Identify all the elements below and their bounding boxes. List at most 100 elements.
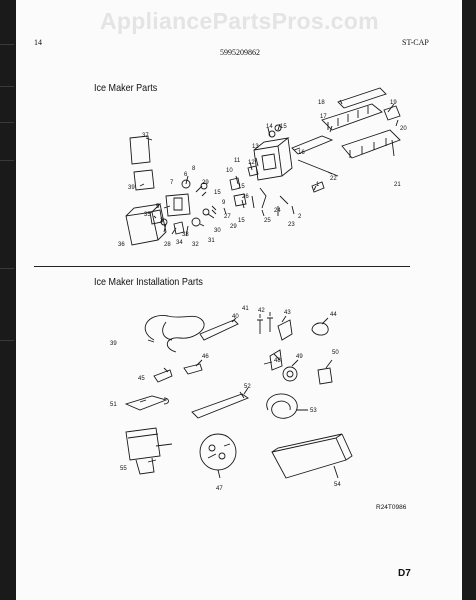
part-21-mold xyxy=(341,129,401,159)
page-code: D7 xyxy=(398,568,411,579)
part-46-clip xyxy=(183,363,203,375)
watermark: AppliancePartsPros.com xyxy=(100,8,379,34)
callout: 32 xyxy=(192,242,199,248)
callout: 43 xyxy=(284,310,291,316)
scan-artifact xyxy=(0,160,14,161)
part-38-shape xyxy=(133,169,155,191)
part-36-housing xyxy=(125,203,167,246)
part-13-housing xyxy=(253,137,293,181)
callout: 11 xyxy=(234,158,241,164)
callout: 47 xyxy=(216,486,223,492)
leader-lines-top xyxy=(139,99,399,237)
part-41-screw xyxy=(257,319,263,334)
part-12-shape xyxy=(247,165,259,177)
callout: 50 xyxy=(332,350,339,356)
callout: 1 xyxy=(316,182,320,188)
part-54-bucket xyxy=(271,433,353,479)
part-35-shape xyxy=(149,209,163,225)
part-51-tube xyxy=(124,395,169,411)
callout: 45 xyxy=(138,376,145,382)
callout: 42 xyxy=(258,308,265,314)
callout: 29 xyxy=(230,224,237,230)
part-26-shape xyxy=(233,193,247,207)
section-title-ice-maker-parts: Ice Maker Parts xyxy=(94,82,158,94)
part-18-stripper xyxy=(337,87,387,109)
part-49-grommet-hole xyxy=(286,370,294,378)
callout: 39 xyxy=(128,185,135,191)
callouts-ice-maker-parts: 37 39 5 3 35 36 28 34 33 32 31 30 6 7 8 … xyxy=(118,100,407,248)
callout: 31 xyxy=(208,238,215,244)
part-15-disc xyxy=(274,124,282,132)
callout: 34 xyxy=(176,240,183,246)
part-24-wire xyxy=(259,187,267,209)
part-39-harness xyxy=(144,315,205,353)
callout: 30 xyxy=(214,228,221,234)
callout: 41 xyxy=(242,306,249,312)
part-47-items xyxy=(207,443,231,459)
part-33-shape xyxy=(173,221,185,235)
part-11-shape xyxy=(229,177,241,191)
callout: 9 xyxy=(222,200,226,206)
callout: 26 xyxy=(242,194,249,200)
part-49-grommet xyxy=(282,366,298,382)
callout: 20 xyxy=(400,126,407,132)
callout: 17 xyxy=(320,114,327,120)
callout: 15 xyxy=(238,218,245,224)
callout: 36 xyxy=(118,242,125,248)
scan-artifact xyxy=(0,340,14,341)
callout: 5 xyxy=(156,204,160,210)
scan-artifact xyxy=(0,268,14,269)
part-44-valve xyxy=(311,322,329,336)
part-16-arm xyxy=(291,135,334,155)
callout: 19 xyxy=(390,100,397,106)
part-47-item xyxy=(208,444,216,452)
part-31-disc xyxy=(191,217,201,227)
callout: 24 xyxy=(274,208,281,214)
section-title-installation-parts: Ice Maker Installation Parts xyxy=(94,276,203,288)
part-47-hardware-kit xyxy=(199,433,237,471)
callout: 25 xyxy=(264,218,271,224)
callout: 27 xyxy=(224,214,231,220)
part-48-bracket xyxy=(263,349,283,371)
part-13-window xyxy=(261,153,277,171)
callout: 52 xyxy=(244,384,251,390)
callout: 55 xyxy=(120,466,127,472)
section-divider xyxy=(34,266,410,267)
callout: 53 xyxy=(310,408,317,414)
part-number: 5995209862 xyxy=(220,48,260,57)
callout: 13 xyxy=(252,144,259,150)
part-39-loop xyxy=(162,321,173,341)
callout: 14 xyxy=(266,124,273,130)
callout: 23 xyxy=(288,222,295,228)
callout: 3 xyxy=(160,218,164,224)
part-40-strip xyxy=(199,319,239,341)
part-47-item xyxy=(218,452,226,460)
callout: 15 xyxy=(238,184,245,190)
part-8-disc xyxy=(181,179,191,189)
callout: 16 xyxy=(298,150,305,156)
part-17-tray xyxy=(321,103,383,131)
callout: 29 xyxy=(202,180,209,186)
callout: 15 xyxy=(214,190,221,196)
part-53-coil xyxy=(266,393,298,419)
callout: 35 xyxy=(144,212,151,218)
part-1-shape xyxy=(311,181,325,193)
callout: 39 xyxy=(110,341,117,347)
callout: 28 xyxy=(164,242,171,248)
page-number: 14 xyxy=(34,38,42,47)
model-code: ST-CAP xyxy=(402,38,429,47)
part-14-disc xyxy=(268,130,276,138)
part-7-motor xyxy=(165,193,191,217)
callout: 6 xyxy=(184,172,188,178)
callout: 18 xyxy=(318,100,325,106)
callout: 37 xyxy=(142,133,149,139)
callout: 44 xyxy=(330,312,337,318)
drawing-code: R24T0986 xyxy=(376,504,407,511)
callout: 7 xyxy=(170,180,174,186)
scan-artifact xyxy=(0,122,14,123)
callouts-installation-parts: 39 40 41 42 43 44 45 46 48 49 50 51 52 5… xyxy=(110,306,341,492)
part-52-tube xyxy=(191,391,249,419)
part-19-cap xyxy=(383,105,401,121)
callout: 33 xyxy=(182,232,189,238)
part-2-wire xyxy=(279,195,289,205)
